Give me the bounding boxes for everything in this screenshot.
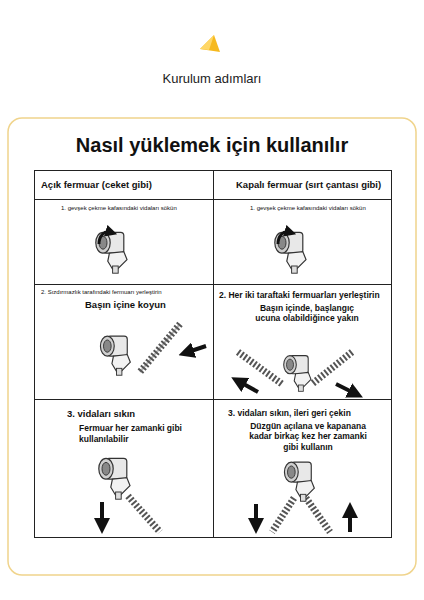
step-title: 1. gevşek çekme kafasındaki vidaları sök… xyxy=(250,205,375,212)
card-panel xyxy=(8,118,416,575)
step-cell: 1. gevşek çekme kafasındaki vidaları sök… xyxy=(213,199,392,285)
step-note: Düzgün açılana ve kapanana kadar birkaç … xyxy=(244,421,372,452)
step-note: Başın içinde, başlangıç ucuna olabildiği… xyxy=(248,303,366,323)
step-cell: 3. vidaları sıkınFermuar her zamanki gib… xyxy=(34,399,214,538)
zipper-head xyxy=(284,462,314,501)
step-cell: 1. gevşek çekme kafasındaki vidaları sök… xyxy=(34,199,214,285)
zipper-head xyxy=(96,232,127,273)
insert-arrow xyxy=(188,346,206,352)
insert-arrow xyxy=(240,382,258,392)
zipper-head xyxy=(99,458,130,499)
section-heading: Kurulum adımları xyxy=(0,71,424,86)
pull-arrow xyxy=(254,504,258,524)
step-title: 1. gevşek çekme kafasındaki vidaları sök… xyxy=(61,205,186,212)
step-title: Açık fermuar (ceket gibi) xyxy=(41,179,209,190)
zipper-head xyxy=(284,356,311,392)
corner-icon-shade xyxy=(200,35,214,50)
zipper-head xyxy=(275,232,306,273)
diagram-title: Nasıl yüklemek için kullanılır xyxy=(0,134,424,157)
pull-arrow xyxy=(348,512,352,532)
step-cell: 2. Sızdırmazlık tarafındaki fermuarı yer… xyxy=(34,284,214,400)
zipper-teeth xyxy=(306,498,330,532)
zipper-teeth xyxy=(272,498,294,532)
zipper-teeth xyxy=(140,324,180,372)
insert-arrow xyxy=(336,384,354,393)
column-header: Kapalı fermuar (sırt çantası gibi) xyxy=(213,170,392,200)
rotate-arrow xyxy=(99,232,110,244)
step-title: 3. vidaları sıkın xyxy=(67,408,207,419)
zipper-tape xyxy=(140,324,180,372)
column-header: Açık fermuar (ceket gibi) xyxy=(34,170,214,200)
rotate-arrow xyxy=(278,232,289,244)
zipper-head xyxy=(100,336,130,375)
pull-arrow xyxy=(100,502,104,524)
zipper-teeth xyxy=(312,352,352,384)
step-note: Fermuar her zamanki gibi kullanılabilir xyxy=(79,423,199,443)
step-title: 3. vidaları sıkın, ileri geri çekin xyxy=(228,408,388,418)
zipper-teeth xyxy=(238,352,282,384)
corner-icon xyxy=(200,35,220,52)
step-title: 2. Her iki taraftaki fermuarları yerleşt… xyxy=(219,290,389,300)
step-note: Başın içine koyun xyxy=(85,299,205,310)
step-cell: 2. Her iki taraftaki fermuarları yerleşt… xyxy=(213,284,392,400)
zipper-teeth xyxy=(128,496,160,532)
step-cell: 3. vidaları sıkın, ileri geri çekinDüzgü… xyxy=(213,399,392,538)
step-title: 2. Sızdırmazlık tarafındaki fermuarı yer… xyxy=(41,289,201,296)
step-title: Kapalı fermuar (sırt çantası gibi) xyxy=(236,179,389,190)
